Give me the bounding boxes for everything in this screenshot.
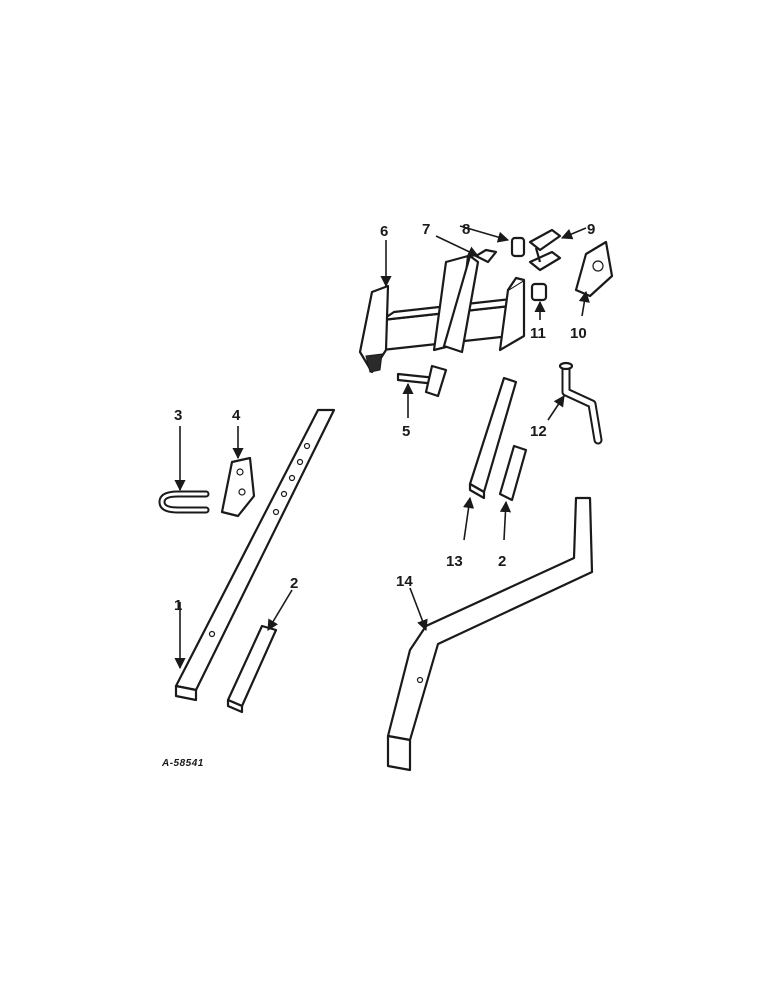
- u-bolt-part: [158, 490, 210, 514]
- bent-arm-part: [386, 496, 594, 772]
- pin-part: [474, 248, 498, 264]
- bushing-part: [510, 236, 526, 258]
- callout-13: 13: [446, 553, 463, 570]
- callout-9: 9: [587, 221, 595, 238]
- crank-handle-part: [558, 361, 603, 445]
- callout-labels: 6 7 8 9 11 10 5 12 3 4 13 2 14 2 1: [174, 221, 595, 614]
- callout-7: 7: [422, 221, 430, 238]
- callout-10: 10: [570, 325, 587, 342]
- bar-part: [468, 376, 518, 500]
- beam-part: [174, 408, 336, 702]
- callout-14: 14: [396, 573, 413, 590]
- strap-plate-lower-part: [226, 624, 278, 714]
- leader-lines: [174, 225, 590, 670]
- clamp-part: [220, 456, 256, 518]
- bracket-pair-part: [528, 228, 562, 272]
- reference-number: A-58541: [161, 758, 204, 769]
- callout-4: 4: [232, 407, 241, 424]
- cap-part: [530, 282, 548, 302]
- callout-12: 12: [530, 423, 547, 440]
- cover-plate-part: [574, 240, 614, 298]
- callout-6: 6: [380, 223, 388, 240]
- callout-2-upper: 2: [498, 553, 506, 570]
- callout-1: 1: [174, 597, 182, 614]
- callout-8: 8: [462, 221, 470, 238]
- frame-assembly-part: [358, 254, 526, 374]
- callout-11: 11: [530, 325, 546, 342]
- callout-3: 3: [174, 407, 182, 424]
- strap-plate-upper-part: [498, 444, 528, 502]
- callout-2-lower: 2: [290, 575, 298, 592]
- callout-5: 5: [402, 423, 410, 440]
- bolt-part: [396, 364, 448, 398]
